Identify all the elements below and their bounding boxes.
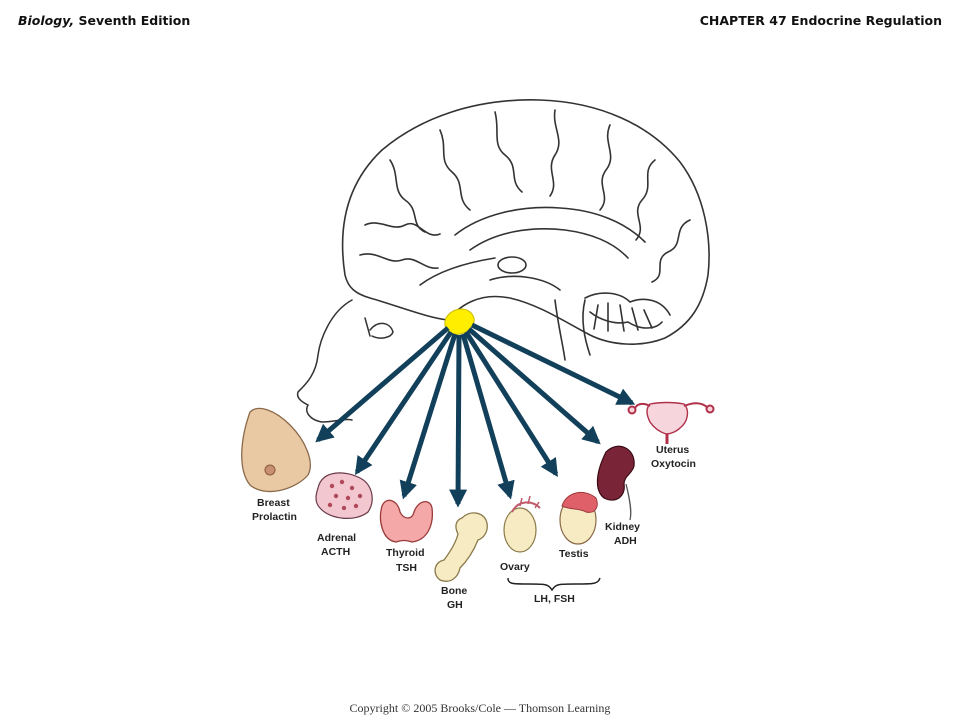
book-title-rest: Seventh Edition — [74, 13, 191, 28]
brain — [341, 99, 710, 361]
thyroid-hormone-label: TSH — [396, 562, 417, 574]
arrow-to-ovary — [460, 333, 515, 500]
breast-organ — [241, 407, 311, 493]
bone-organ — [434, 512, 488, 582]
arrow-to-breast — [315, 326, 450, 443]
kidney-hormone-label: ADH — [614, 535, 637, 547]
bone-hormone-label: GH — [447, 599, 463, 611]
adrenal-organ-label: Adrenal — [317, 532, 356, 544]
testis-organ — [559, 491, 598, 545]
testis-organ-label: Testis — [559, 548, 589, 560]
adrenal-hormone-label: ACTH — [321, 546, 350, 558]
uterus-organ-label: Uterus — [656, 444, 689, 456]
arrow-to-thyroid — [399, 333, 458, 500]
gonad-brace — [507, 577, 601, 592]
ovary-organ — [503, 495, 541, 553]
arrow-to-bone — [449, 334, 468, 508]
copyright-footer: Copyright © 2005 Brooks/Cole — Thomson L… — [349, 701, 611, 715]
thyroid-organ-label: Thyroid — [386, 547, 425, 559]
book-title: Biology, Seventh Edition — [18, 13, 190, 28]
kidney-organ — [596, 445, 635, 521]
head-profile — [296, 299, 394, 423]
kidney-organ-label: Kidney — [605, 521, 640, 533]
chapter-title: CHAPTER 47 Endocrine Regulation — [699, 13, 942, 28]
bone-organ-label: Bone — [441, 585, 467, 597]
arrow-to-testis — [463, 330, 559, 478]
uterus-hormone-label: Oxytocin — [651, 458, 696, 470]
uterus-organ — [627, 401, 715, 444]
breast-organ-label: Breast — [257, 497, 290, 509]
ovary-organ-label: Ovary — [500, 561, 530, 573]
thyroid-organ — [379, 499, 434, 543]
arrow-to-uterus — [470, 322, 636, 406]
gonad-hormones-label: LH, FSH — [534, 593, 575, 605]
adrenal-organ — [315, 472, 373, 519]
arrow-to-adrenal — [354, 330, 454, 475]
book-title-italic: Biology, — [18, 13, 75, 28]
breast-hormone-label: Prolactin — [252, 511, 297, 523]
arrow-to-kidney — [467, 327, 601, 445]
